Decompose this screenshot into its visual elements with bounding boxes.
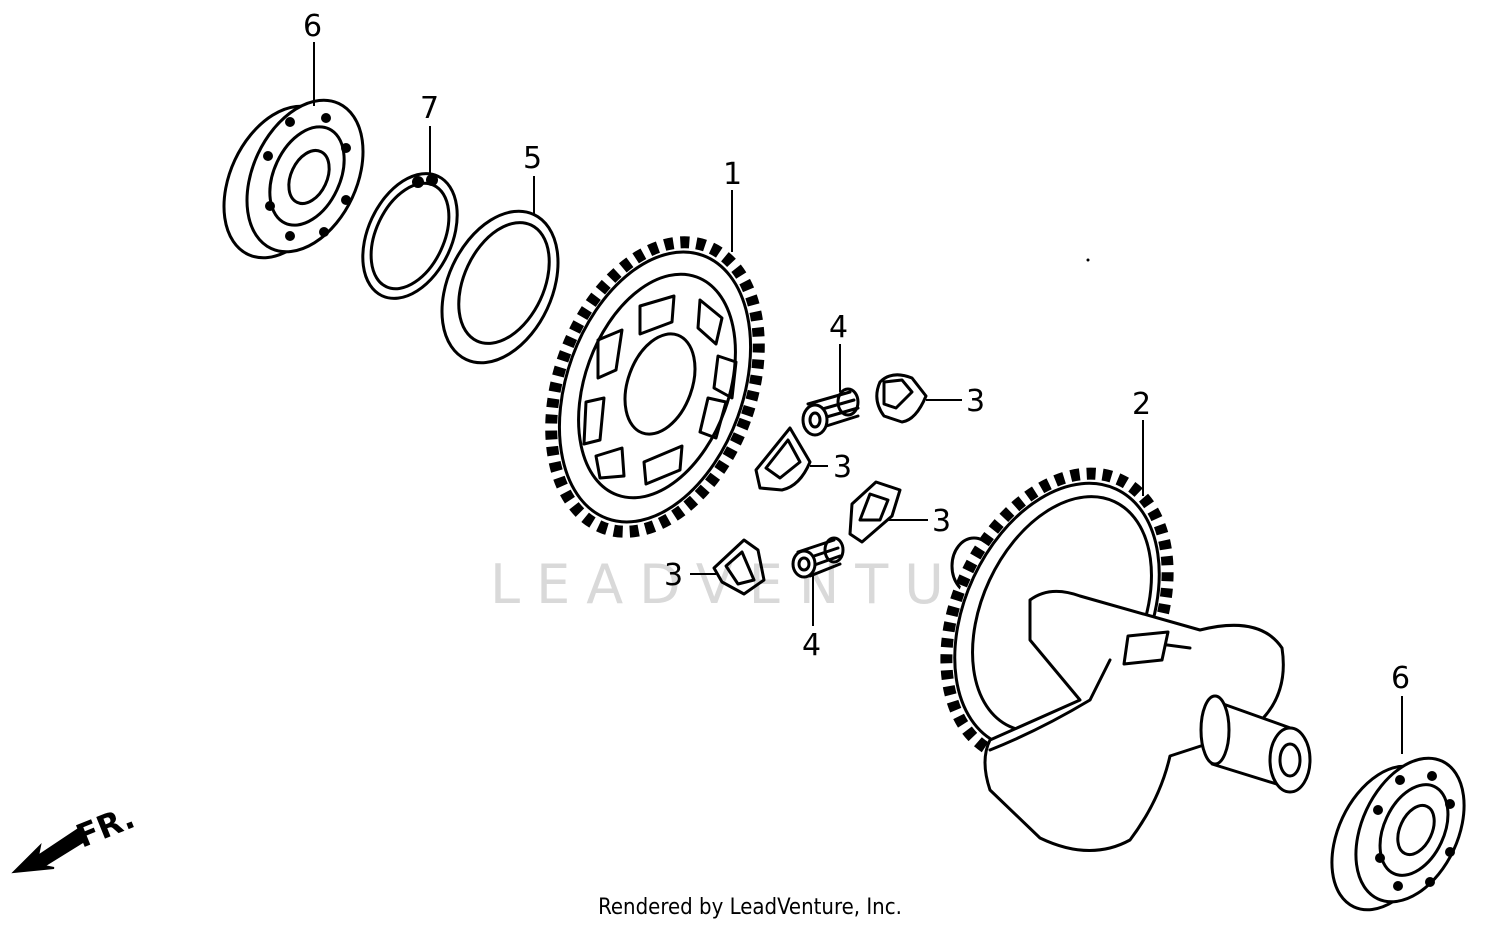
footer-credit: Rendered by LeadVenture, Inc. [598, 895, 902, 920]
callout-4-bottom: 4 [802, 628, 821, 663]
weight-top-right [875, 373, 928, 424]
callout-4-top: 4 [829, 310, 848, 345]
callout-7: 7 [420, 91, 439, 126]
front-direction-arrow-icon [11, 826, 88, 874]
direction-label: FR. [71, 798, 140, 855]
callout-6-left: 6 [303, 9, 322, 44]
gear-and-shaft [940, 467, 1312, 852]
spring-upper [801, 387, 860, 437]
callout-3-top-right: 3 [966, 384, 985, 419]
driven-sprocket [545, 236, 765, 538]
weight-left [712, 538, 766, 596]
thrust-washer [440, 209, 560, 365]
callout-3-middle: 3 [833, 450, 852, 485]
callout-2: 2 [1132, 387, 1151, 422]
spring-lower [791, 536, 845, 579]
callout-6-right: 6 [1391, 661, 1410, 696]
ball-bearing-left [222, 98, 365, 260]
callout-3-right: 3 [932, 504, 951, 539]
callout-1: 1 [723, 157, 742, 192]
callout-5: 5 [523, 141, 542, 176]
ball-bearing-right [1330, 756, 1466, 912]
callout-3-left: 3 [664, 558, 683, 593]
weight-middle [754, 426, 812, 492]
weight-right [848, 480, 902, 544]
